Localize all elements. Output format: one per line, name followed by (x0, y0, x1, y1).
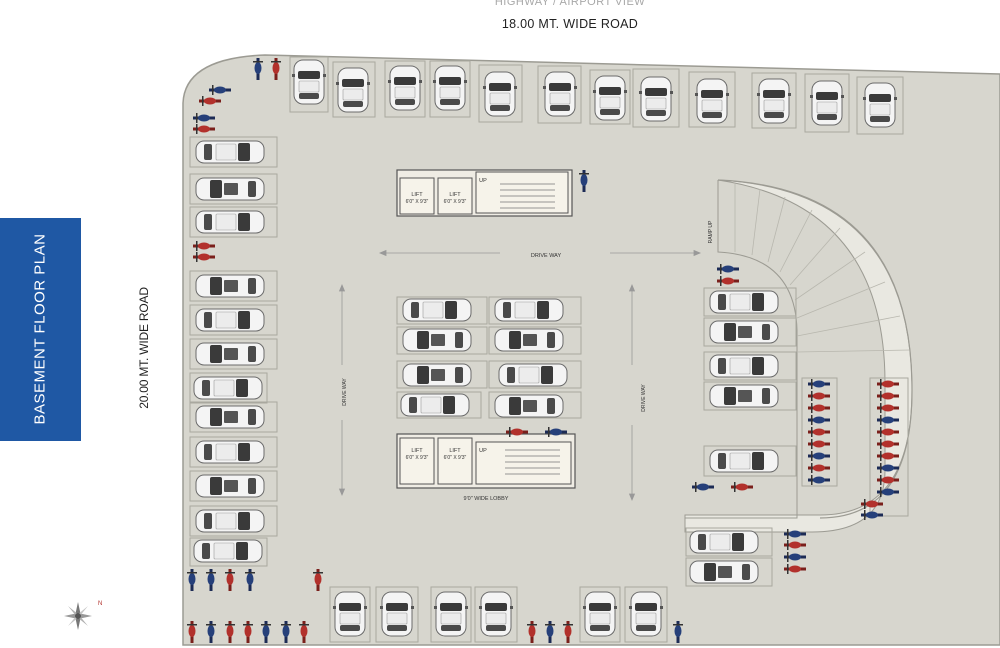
lift-size-label: 6'0" X 9'3" (444, 455, 467, 461)
driveway-label: DRIVE WAY (531, 253, 562, 259)
stair-up-label: UP (479, 178, 487, 184)
parked-car (494, 328, 564, 352)
parked-car (335, 67, 371, 113)
parking-bottom-row (187, 569, 683, 643)
lift-size-label: 6'0" X 9'3" (406, 455, 429, 461)
parked-car (756, 78, 792, 124)
driveway-label: DRIVE WAY (342, 378, 348, 406)
parked-car (195, 405, 265, 429)
parked-car (478, 591, 514, 637)
lift-label: LIFT (449, 192, 461, 198)
parked-car (193, 539, 263, 563)
parking-right-column (685, 264, 806, 587)
parked-car (709, 320, 779, 344)
parked-car (709, 449, 779, 473)
compass-north-label: N (98, 601, 102, 607)
parked-car (332, 591, 368, 637)
lift-size-label: 6'0" X 9'3" (444, 199, 467, 205)
parked-car (195, 474, 265, 498)
floor-slab (182, 54, 1000, 646)
parked-car (195, 140, 265, 164)
parked-car (195, 342, 265, 366)
parked-car (809, 80, 845, 126)
road-subtitle: HIGHWAY / AIRPORT VIEW (494, 0, 646, 8)
parked-car (193, 376, 263, 400)
lift-size-label: 6'0" X 9'3" (406, 199, 429, 205)
parked-car (387, 65, 423, 111)
lift-label: LIFT (411, 192, 423, 198)
lift-label: LIFT (449, 448, 461, 454)
lobby-label: 9'0" WIDE LOBBY (464, 496, 509, 502)
ramp (684, 179, 913, 533)
parked-car (195, 210, 265, 234)
driveway-label: DRIVE WAY (641, 384, 647, 412)
ramp-up-label: RAMP UP (708, 220, 714, 243)
parked-car (709, 290, 779, 314)
parked-car (638, 76, 674, 122)
parked-car (291, 59, 327, 105)
parked-car (628, 591, 664, 637)
compass-icon: N (64, 601, 102, 630)
parked-car (494, 298, 564, 322)
lift-label: LIFT (411, 448, 423, 454)
plan-title-panel: BASEMENT FLOOR PLAN (0, 218, 81, 441)
parked-car (195, 308, 265, 332)
parked-car (195, 509, 265, 533)
parked-car (542, 71, 578, 117)
parked-car (433, 591, 469, 637)
parking-left-column (189, 136, 278, 567)
parked-car (709, 354, 779, 378)
parking-center-island (396, 170, 589, 437)
parked-car (195, 177, 265, 201)
stair-up-label: UP (479, 448, 487, 454)
parked-car (494, 394, 564, 418)
parked-car (432, 65, 468, 111)
plan-labels: LIFT 6'0" X 9'3" LIFT 6'0" X 9'3" UP LIF… (342, 178, 714, 502)
parked-car (402, 363, 472, 387)
parked-car (689, 530, 759, 554)
parked-car (582, 591, 618, 637)
core-bottom (396, 433, 576, 489)
parked-car (709, 384, 779, 408)
parked-car (689, 560, 759, 584)
road-top-label: 18.00 MT. WIDE ROAD (501, 17, 639, 31)
parked-car (400, 393, 470, 417)
parked-car (379, 591, 415, 637)
parked-car (195, 440, 265, 464)
parked-car (402, 298, 472, 322)
parked-car (862, 82, 898, 128)
core-top (396, 169, 573, 217)
parked-car (402, 328, 472, 352)
drive-arrows (338, 249, 702, 502)
parking-top-row (289, 56, 904, 135)
parked-car (195, 274, 265, 298)
bike-parking-right (801, 377, 909, 520)
parked-car (482, 71, 518, 117)
parked-car (592, 75, 628, 121)
parked-car (694, 78, 730, 124)
parked-car (498, 363, 568, 387)
